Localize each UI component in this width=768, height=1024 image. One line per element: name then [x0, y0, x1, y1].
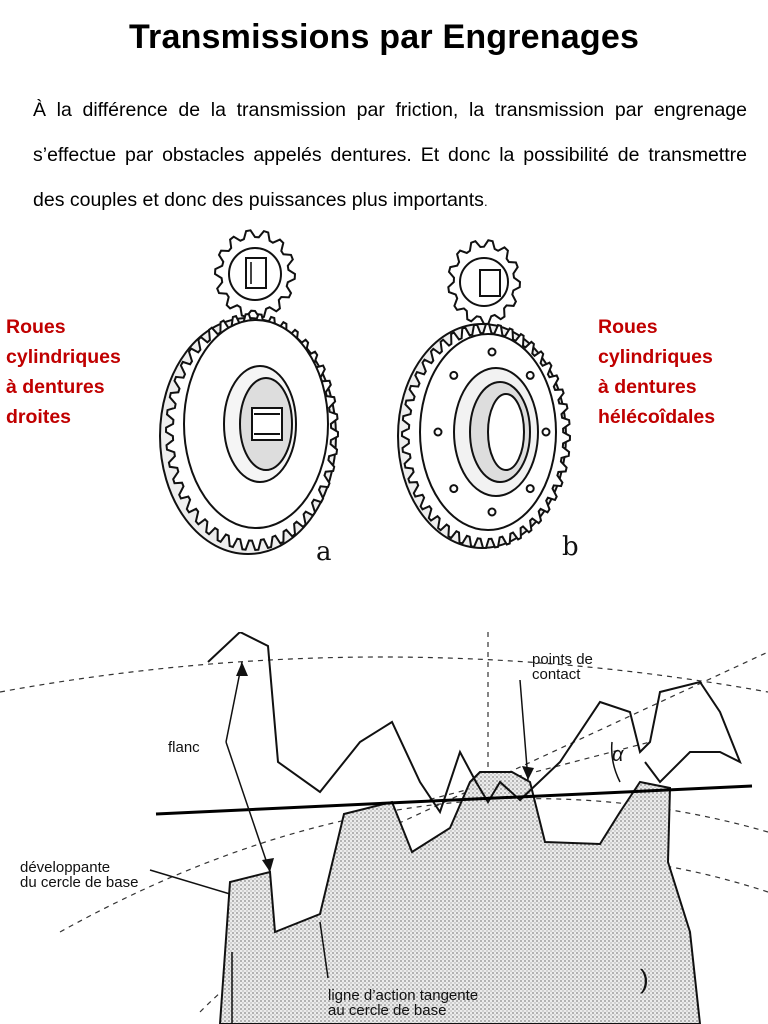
line-of-action [155, 784, 753, 816]
devel-line-2: du cercle de base [20, 874, 139, 891]
spur-pinion [213, 229, 297, 319]
bolt-hole [541, 427, 551, 437]
intro-text: À la différence de la transmission par f… [33, 99, 747, 211]
flanc-label: flanc [168, 739, 200, 756]
gear-mesh-diagram [0, 632, 768, 1024]
pressure-angle-symbol: α [612, 744, 624, 766]
arrowheads [236, 662, 534, 872]
leader-lines [149, 661, 529, 1024]
label-left-line: à dentures [6, 376, 105, 398]
label-left-line: droites [6, 406, 72, 428]
points-line-2: contact [532, 666, 581, 683]
pressure-angle-arc [610, 741, 621, 783]
page-title: Transmissions par Engrenages [128, 18, 640, 56]
bolt-hole [487, 347, 497, 357]
spur-wheel [159, 313, 340, 555]
label-left-line: cylindriques [6, 346, 121, 368]
lower-gear-body [218, 771, 702, 1024]
ligne-line-1: ligne d’action tangente [328, 987, 479, 1004]
helical-pinion [447, 239, 522, 326]
label-right-line: hélécoîdales [598, 406, 716, 428]
ligne-line-2: au cercle de base [328, 1002, 447, 1019]
label-right-line: cylindriques [598, 346, 713, 368]
devel-line-1: développante [20, 859, 111, 876]
helical-wheel [397, 322, 572, 550]
label-right-line: à dentures [598, 376, 697, 398]
label-spur-gears: Roues cylindriques à dentures droites [6, 312, 121, 432]
bolt-hole [449, 484, 459, 494]
stray-parenthesis: ) [640, 964, 649, 994]
helical-gear-illustration [397, 239, 572, 550]
label-left-line: Roues [6, 316, 66, 338]
label-right-line: Roues [598, 316, 658, 338]
spur-gear-illustration [159, 229, 340, 555]
bolt-hole [525, 370, 535, 380]
bolt-hole [433, 427, 443, 437]
bolt-hole [487, 507, 497, 517]
developpante-label: développante du cercle de base [20, 860, 138, 890]
figure-letter-b: b [562, 532, 579, 562]
intro-period: . [483, 194, 488, 209]
points-de-contact-label: points de contact [532, 652, 593, 682]
bolt-hole [525, 484, 535, 494]
figure-letter-a: a [316, 537, 332, 567]
ligne-action-label: ligne d’action tangente au cercle de bas… [328, 988, 478, 1018]
bolt-hole [449, 370, 459, 380]
label-helical-gears: Roues cylindriques à dentures hélécoîdal… [598, 312, 715, 432]
upper-gear-teeth [207, 632, 742, 815]
intro-paragraph: À la différence de la transmission par f… [33, 88, 747, 224]
points-line-1: points de [532, 651, 593, 668]
